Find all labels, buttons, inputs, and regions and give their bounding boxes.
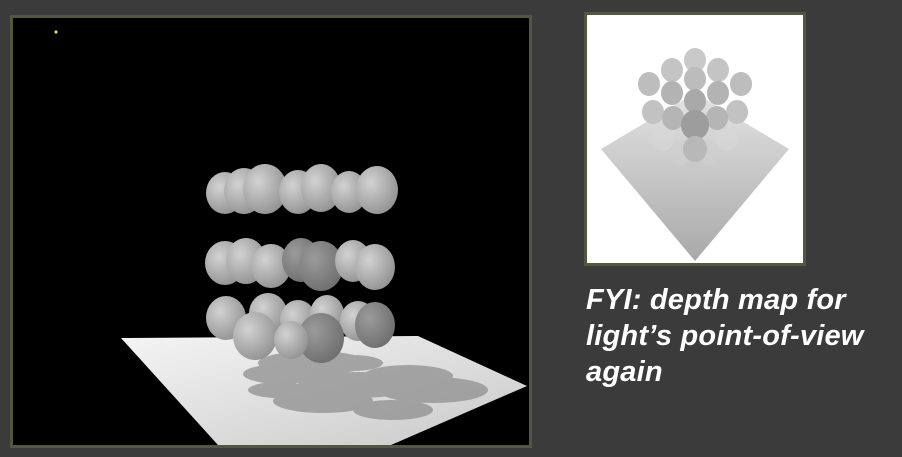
sphere-layer-bottom [206, 293, 395, 363]
rendered-scene-graphic [54, 30, 527, 445]
caption-line-3: again [586, 356, 663, 388]
caption-line-2: light’s point-of-view [586, 320, 864, 352]
caption: FYI: depth map for light’s point-of-view… [586, 282, 902, 390]
caption-line-1: FYI: depth map for [586, 284, 846, 316]
depth-spheres-cluster [638, 48, 752, 162]
light-source-dot [54, 30, 58, 34]
depth-map-image [584, 12, 806, 266]
sphere-layer-top [206, 164, 398, 214]
sphere-layer-middle [205, 238, 395, 291]
depth-map-graphic [601, 48, 789, 261]
floor-shadows [243, 351, 488, 420]
rendered-scene-image [10, 15, 532, 448]
